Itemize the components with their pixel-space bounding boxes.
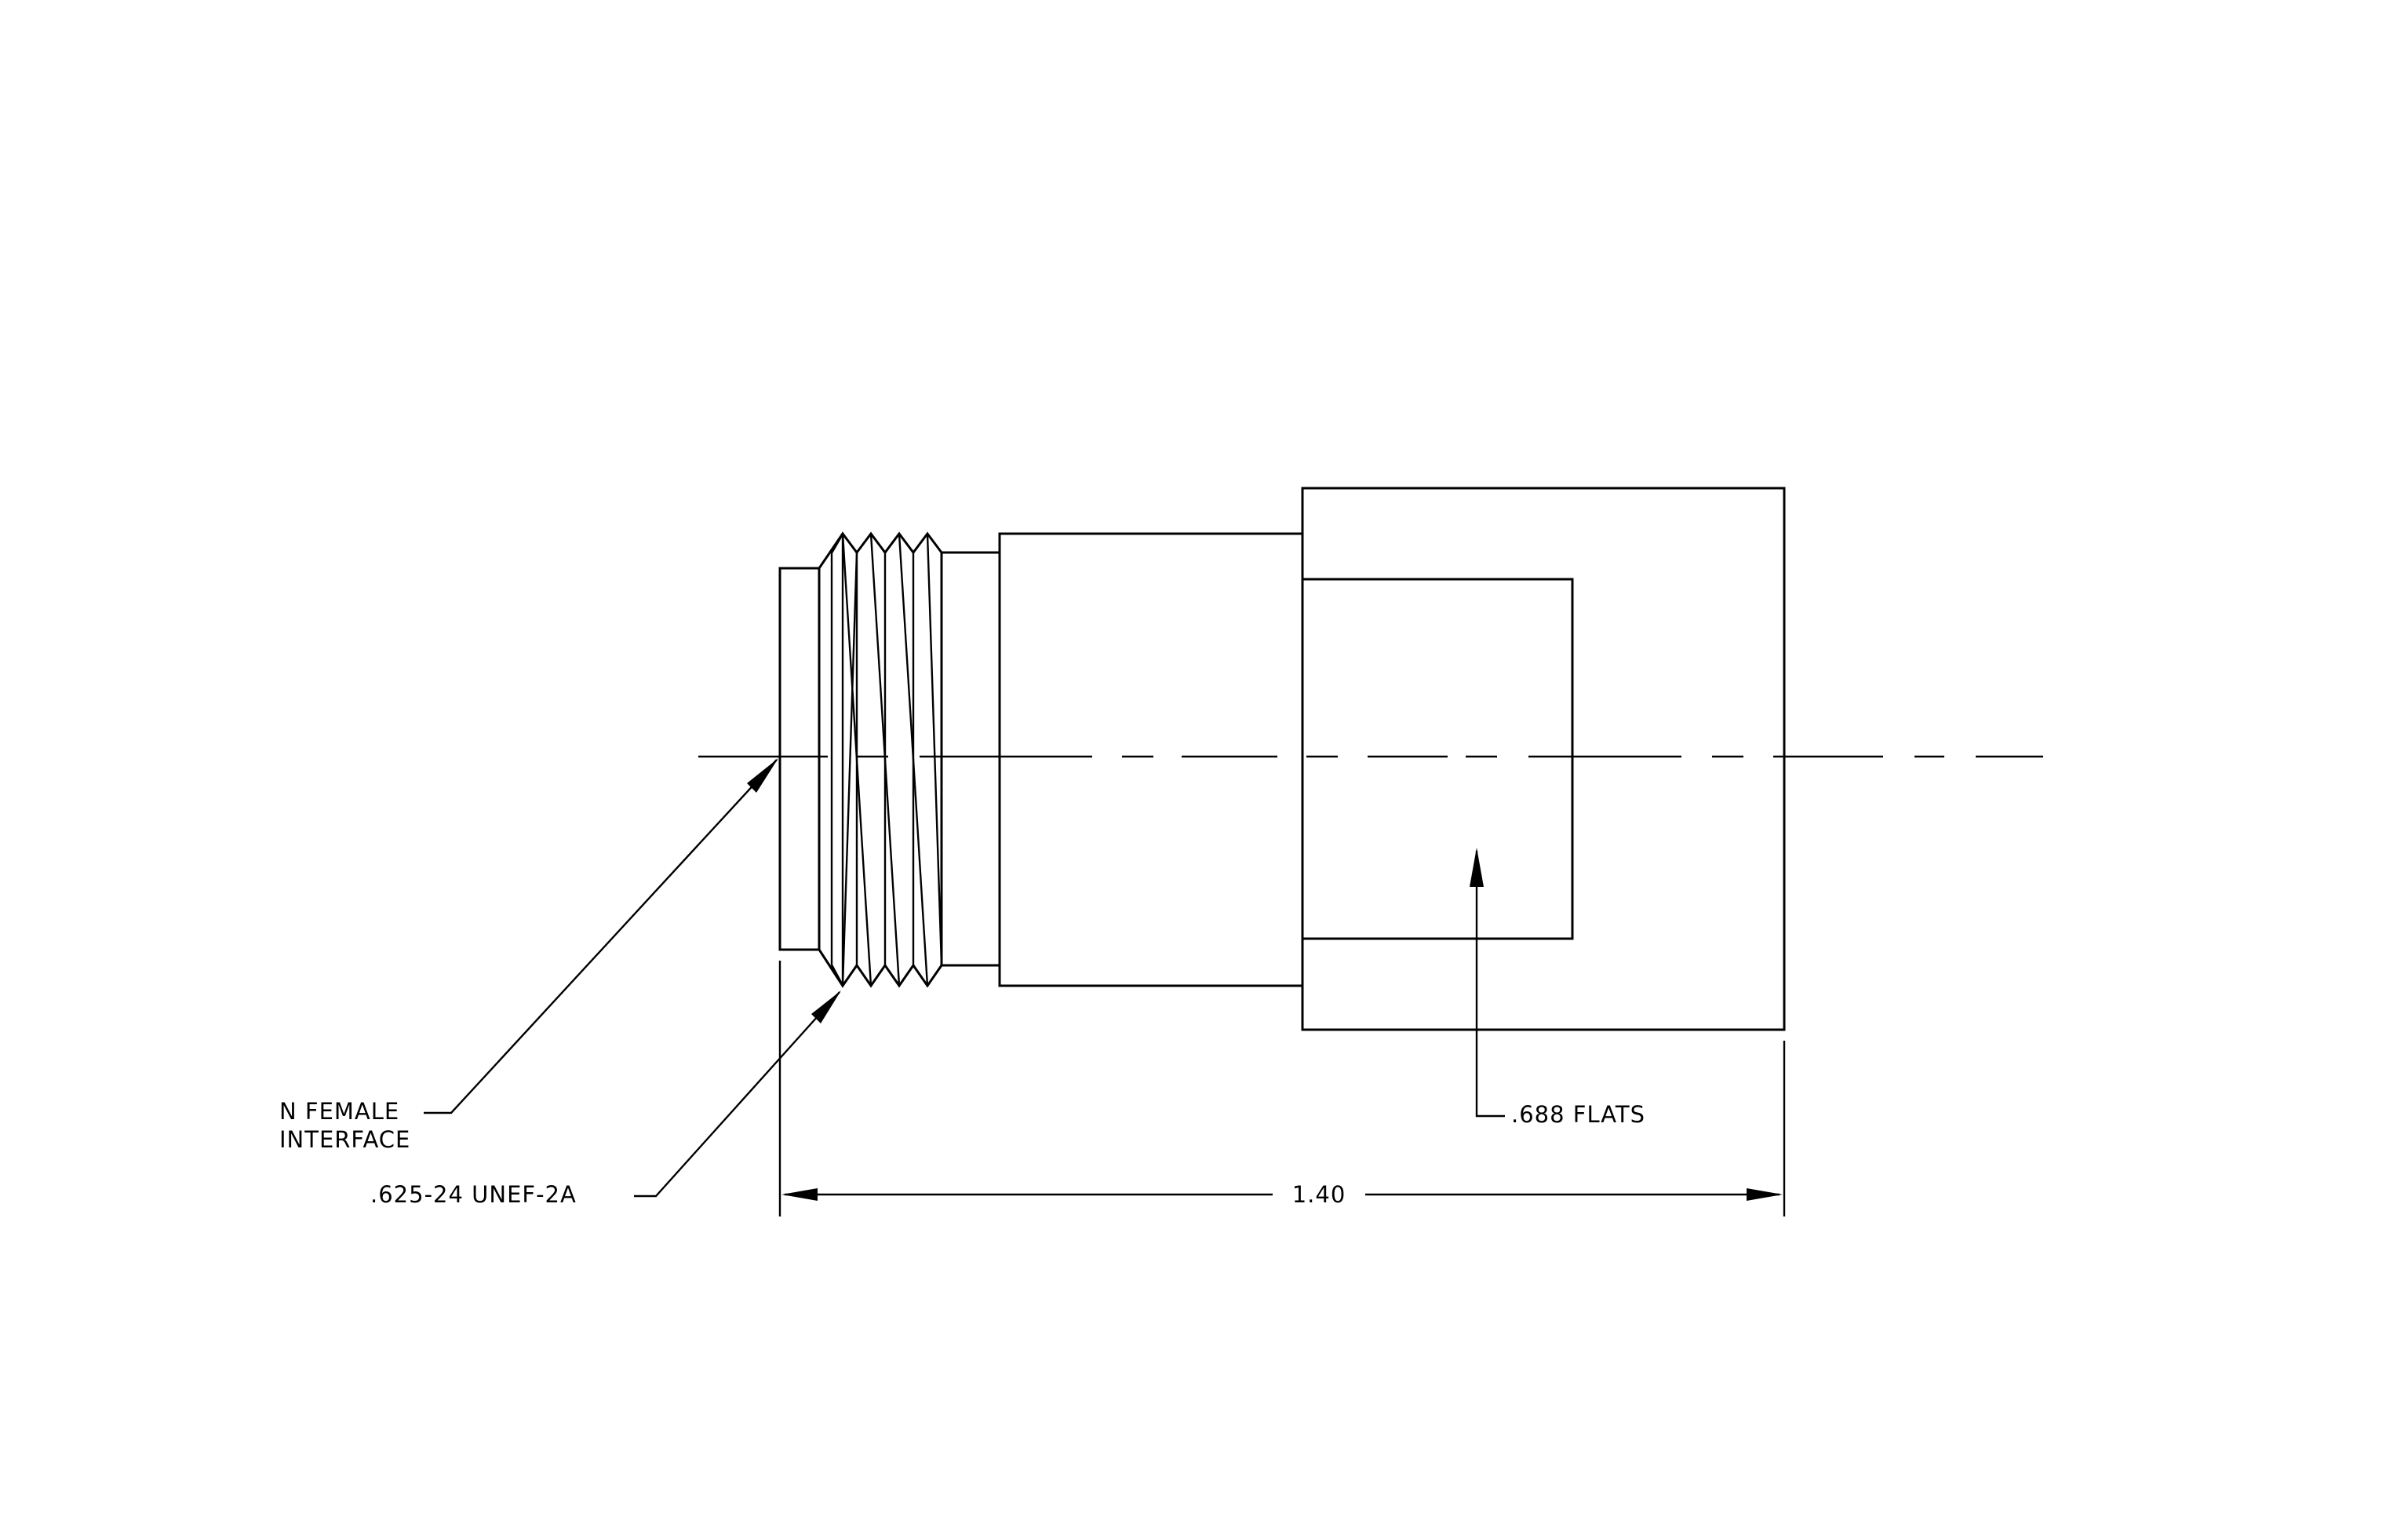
length-dimension: 1.40 bbox=[1292, 1181, 1346, 1208]
thread-leader-arrow bbox=[811, 990, 841, 1023]
thread-leader bbox=[634, 991, 840, 1198]
body bbox=[998, 532, 1304, 987]
dimension-arrow-right bbox=[1747, 1188, 1783, 1201]
flats-leader bbox=[1475, 851, 1505, 1118]
interface-leader bbox=[424, 759, 778, 1114]
interface-label-line1: N FEMALE bbox=[279, 1098, 399, 1125]
hex-nut bbox=[1301, 487, 1786, 1031]
thread-label: .625-24 UNEF-2A bbox=[370, 1181, 577, 1208]
hex-flat-face bbox=[1302, 578, 1574, 940]
interface-label-line2: INTERFACE bbox=[279, 1126, 410, 1153]
flats-label: .688 FLATS bbox=[1511, 1101, 1645, 1128]
flats-leader-arrow bbox=[1470, 848, 1484, 887]
interface-leader-arrow bbox=[747, 758, 778, 793]
dimension-arrow-left bbox=[781, 1188, 818, 1201]
neck bbox=[940, 551, 1001, 967]
interface-face bbox=[778, 533, 844, 987]
thread-section bbox=[830, 531, 943, 988]
